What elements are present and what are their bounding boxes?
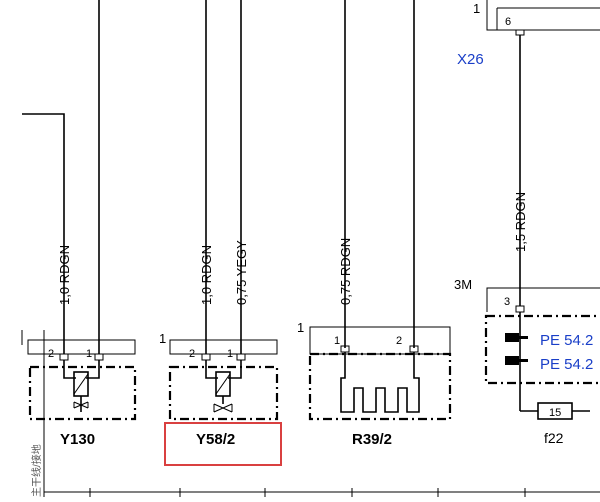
r39-pin-terminals xyxy=(340,345,419,353)
fuse-block-f22[interactable]: 3M 3 PE 54.2 PE 54.2 15 f22 xyxy=(454,277,600,446)
f22-fuse-number: 15 xyxy=(549,407,561,419)
y58-connector-box xyxy=(169,339,278,355)
y58-coil-diag xyxy=(215,373,231,395)
y130-pin-right: 1 xyxy=(86,348,92,360)
y130-pin-terminals xyxy=(59,353,104,361)
y58-corner-mark: 1 xyxy=(159,331,166,346)
f22-terminal xyxy=(515,305,525,313)
y130-housing xyxy=(28,365,137,421)
f22-block-outline xyxy=(486,287,600,312)
r39-housing xyxy=(308,352,452,421)
pointing-hand-icon xyxy=(505,333,528,342)
y130-pin-left: 2 xyxy=(48,348,54,360)
x26-bracket-lower xyxy=(486,0,600,31)
component-y58-2[interactable]: 1,0 RDGN 0,75 YEGY 1 2 1 Y58/2 xyxy=(159,0,282,466)
y58-name: Y58/2 xyxy=(196,431,235,448)
x26-name: X26 xyxy=(457,51,484,68)
r39-wire-label: 0,75 RDGN xyxy=(338,238,353,305)
f22-ref-2[interactable]: PE 54.2 xyxy=(540,356,593,373)
pointing-hand-icon xyxy=(505,356,528,365)
x26-terminal xyxy=(515,29,525,36)
f22-housing xyxy=(484,314,600,385)
y58-housing xyxy=(168,365,279,421)
y130-valve-icon xyxy=(73,401,89,409)
r39-pin-right: 2 xyxy=(396,335,402,347)
y58-lead-b xyxy=(228,360,242,379)
f22-name: f22 xyxy=(544,430,564,446)
r39-pin-left: 1 xyxy=(334,335,340,347)
y130-connector-box xyxy=(27,339,136,355)
y130-coil-diag xyxy=(73,373,89,395)
f22-pin: 3 xyxy=(504,296,510,308)
f22-ref-1[interactable]: PE 54.2 xyxy=(540,332,593,349)
component-r39-2[interactable]: 0,75 RDGN 1 1 2 R39/2 xyxy=(297,0,452,448)
x26-pin: 6 xyxy=(505,16,511,28)
r39-connector-box xyxy=(309,326,451,355)
y58-pin-right: 1 xyxy=(227,348,233,360)
y130-wire-label: 1,0 RDGN xyxy=(57,245,72,305)
y58-highlight-box xyxy=(164,422,282,466)
y130-lead-a xyxy=(63,360,76,379)
y58-pin-terminals xyxy=(201,353,246,361)
connector-x26[interactable]: 1 6 X26 1,5 RDGN xyxy=(457,0,600,306)
r39-corner-mark: 1 xyxy=(297,320,304,335)
x26-top-mark: 1 xyxy=(473,1,480,16)
y130-wire-left xyxy=(22,113,65,354)
y130-name: Y130 xyxy=(60,431,95,448)
r39-name: R39/2 xyxy=(352,431,392,448)
y58-pin-left: 2 xyxy=(189,348,195,360)
y58-wire-left-label: 1,0 RDGN xyxy=(199,245,214,305)
ruler-ticks xyxy=(89,488,526,497)
y58-valve-icon xyxy=(213,403,233,413)
x26-wire-label: 1,5 RDGN xyxy=(513,192,528,252)
r39-heating-element xyxy=(340,352,420,413)
y130-lead-b xyxy=(86,360,100,379)
f22-block-label: 3M xyxy=(454,277,472,292)
side-text: 主干线/接地 xyxy=(30,444,43,497)
y58-lead-a xyxy=(205,360,218,379)
component-y130[interactable]: 1,0 RDGN 2 1 Y130 xyxy=(22,0,137,448)
y58-wire-right-label: 0,75 YEGY xyxy=(234,240,249,305)
